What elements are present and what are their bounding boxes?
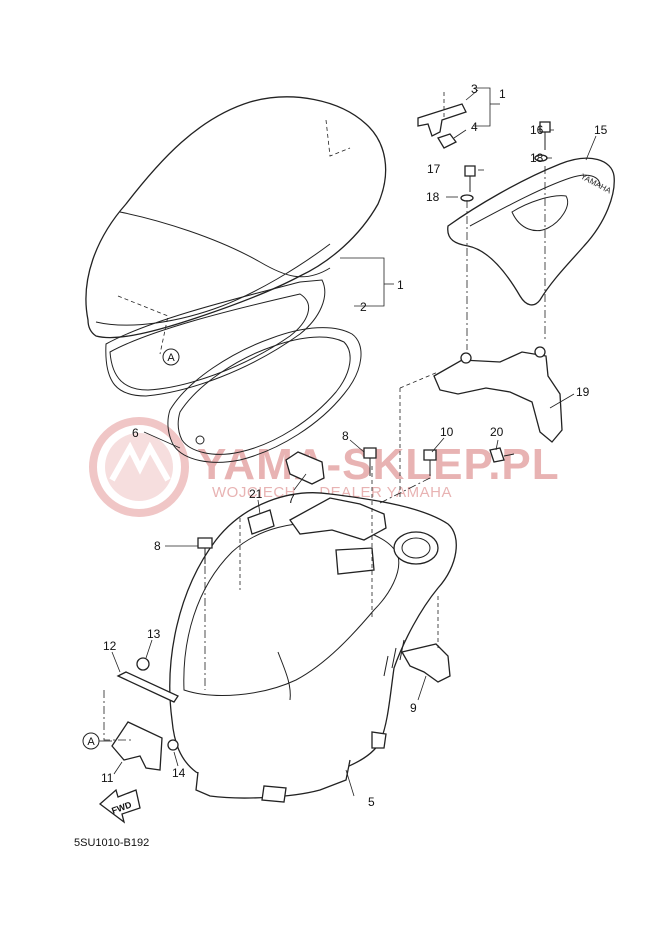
- watermark-brand: YAMA-SKLEP.PL: [197, 440, 560, 489]
- svg-text:A: A: [167, 352, 175, 364]
- callout-8-top: 8: [342, 429, 349, 443]
- callout-6: 6: [132, 426, 139, 440]
- leader-lines: [111, 87, 597, 797]
- hinge-pin: [116, 671, 179, 703]
- small-parts: [103, 447, 451, 771]
- callout-12: 12: [103, 639, 117, 653]
- fwd-arrow: FWD: [98, 788, 141, 824]
- callout-5: 5: [368, 795, 375, 809]
- callout-1-top: 1: [499, 87, 506, 101]
- callout-9: 9: [410, 701, 417, 715]
- bolt-8-left: [197, 537, 213, 549]
- watermark-logo: [89, 417, 189, 517]
- carrier-body: [447, 157, 615, 306]
- nut-14: [167, 739, 179, 751]
- callout-labels: 3 1 4 1 2 5 6 7 8 8 9 10 11 12 13 14 15 …: [101, 82, 608, 809]
- seat-assembly: [85, 92, 467, 355]
- callout-18-left: 18: [426, 190, 440, 204]
- bolt-10: [423, 449, 437, 461]
- callout-18-right: 18: [530, 151, 544, 165]
- ref-marker-top: A: [162, 348, 180, 366]
- callout-15: 15: [594, 123, 608, 137]
- diagram-code: 5SU1010-B192: [74, 837, 149, 849]
- seat-hinge-bracket: [417, 103, 467, 137]
- damper: [285, 451, 325, 485]
- callout-21: 21: [249, 487, 263, 501]
- seat-nut: [437, 133, 457, 149]
- watermark-subline: WOJCIECH ... DEALER YAMAHA: [212, 484, 452, 501]
- callout-17: 17: [427, 162, 441, 176]
- bolt-8-top: [363, 447, 377, 459]
- callout-7: 7: [288, 492, 295, 506]
- callout-13: 13: [147, 627, 161, 641]
- rear-carrier: YAMAHA: [447, 121, 615, 350]
- callout-11: 11: [101, 771, 114, 785]
- callout-10: 10: [440, 425, 454, 439]
- callout-3: 3: [471, 82, 478, 96]
- seat-seal-rings: [105, 279, 362, 463]
- callout-14: 14: [172, 766, 186, 780]
- hinge-bracket: [111, 721, 163, 771]
- callout-8-left: 8: [154, 539, 161, 553]
- callout-1-seat: 1: [397, 278, 404, 292]
- callout-4: 4: [471, 120, 478, 134]
- caution-label: [247, 509, 275, 535]
- svg-text:A: A: [87, 736, 95, 748]
- carrier-bracket: [399, 346, 563, 500]
- bracket-body: [433, 351, 563, 443]
- ref-marker-bottom: A: [82, 732, 112, 750]
- seat-body: [85, 96, 387, 339]
- callout-16: 16: [530, 123, 544, 137]
- callout-20: 20: [490, 425, 504, 439]
- clip: [136, 657, 150, 671]
- callout-2: 2: [360, 300, 367, 314]
- callout-19: 19: [576, 385, 590, 399]
- storage-box: [169, 466, 457, 803]
